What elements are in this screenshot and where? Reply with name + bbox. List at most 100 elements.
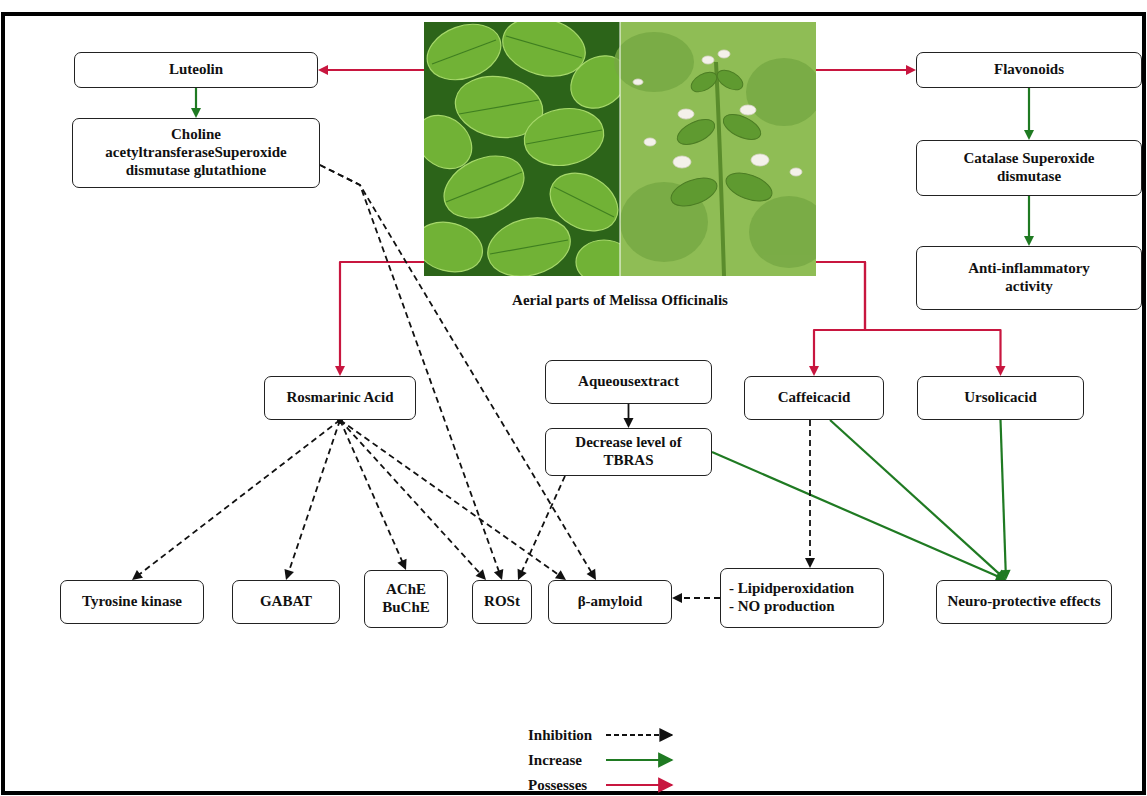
connector-line [340, 420, 403, 563]
box-label: Ursolicacid [964, 389, 1037, 407]
box-label: Rosmarinic Acid [286, 389, 393, 407]
legend-sample-increase [606, 759, 672, 761]
illustration-part [722, 168, 775, 207]
arrow-head [476, 569, 486, 580]
box-label: Flavonoids [994, 61, 1064, 79]
process-box: Neuro-protective effects [936, 580, 1112, 624]
illustration-part [667, 173, 720, 212]
legend-sample-possesses [606, 784, 672, 786]
process-box: Catalase Superoxide dismutase [916, 140, 1142, 196]
arrow-head [494, 569, 503, 580]
illustration-part [667, 66, 775, 211]
process-box: AChE BuChE [364, 570, 448, 628]
illustration-part [459, 100, 539, 114]
box-label: Neuro-protective effects [947, 593, 1100, 611]
arrow-head [397, 559, 406, 570]
illustration-part [702, 56, 714, 64]
connector-line [138, 420, 340, 575]
arrow-head [191, 108, 201, 118]
illustration-part [678, 109, 694, 119]
process-box: Aqueousextract [545, 360, 712, 404]
arrow-head [132, 570, 143, 580]
arrow-head [809, 366, 819, 376]
arrow-head [996, 366, 1006, 376]
process-box: GABAT [232, 580, 340, 624]
process-box: Caffeicacid [744, 376, 884, 420]
legend-label: Inhibition [528, 726, 592, 744]
process-box: - Lipidperoxidation- NO production [720, 568, 884, 628]
box-label: AChE BuChE [380, 581, 432, 616]
illustration-part [520, 102, 609, 171]
connector [340, 420, 486, 580]
arrow-head [672, 593, 682, 603]
connector-line [814, 262, 865, 368]
process-box: Rosmarinic Acid [264, 376, 416, 420]
connector [191, 88, 201, 118]
box-label: Luteolin [169, 61, 223, 79]
arrow-head [805, 558, 815, 568]
arrow-head [518, 569, 527, 580]
connector-line [340, 420, 481, 574]
connector [132, 418, 343, 580]
process-box: Anti-inflammatory activity [916, 246, 1142, 310]
box-label: Choline acetyltransferaseSuperoxide dism… [81, 126, 311, 179]
box-label: Anti-inflammatory activity [954, 260, 1104, 295]
legend-label: Possesses [528, 776, 587, 794]
process-box: Flavonoids [916, 52, 1142, 88]
illustration-part [644, 138, 656, 146]
illustration-part [633, 50, 802, 176]
connector [340, 420, 566, 580]
box-label: GABAT [260, 593, 312, 611]
process-box: Ursolicacid [917, 376, 1084, 420]
connector [1024, 196, 1034, 246]
illustration-part [446, 172, 522, 202]
illustration-part [746, 58, 816, 126]
illustration-part [620, 22, 621, 276]
illustration-part [716, 62, 724, 276]
arrow-head [587, 569, 596, 580]
connector-line [195, 88, 197, 110]
connector-line [1028, 196, 1030, 238]
connector [1024, 88, 1034, 140]
illustration-part [790, 168, 802, 176]
connector-line [1001, 420, 1006, 572]
illustration-part [751, 154, 769, 166]
connector-line [809, 420, 811, 560]
illustration-part [481, 209, 577, 276]
arrow-head [624, 418, 634, 428]
connector [809, 262, 865, 376]
arrow-head [1024, 236, 1034, 246]
process-box: Luteolin [74, 52, 318, 88]
illustration-part [720, 109, 765, 144]
box-label: - Lipidperoxidation [729, 580, 854, 598]
frame-border [3, 14, 1144, 793]
connector-line [340, 262, 424, 368]
connector-line [289, 420, 340, 572]
connector-line [712, 452, 999, 577]
process-box: Choline acetyltransferaseSuperoxide dism… [72, 118, 320, 188]
arrow-head [1024, 130, 1034, 140]
connector [805, 420, 815, 568]
connector [624, 404, 634, 428]
connector-line [340, 420, 559, 575]
box-label: Caffeicacid [778, 389, 850, 407]
connector-line [326, 69, 424, 71]
illustration-part [714, 66, 746, 94]
box-label: ROSt [484, 593, 520, 611]
box-label: Aqueousextract [578, 373, 679, 391]
connector [830, 420, 1006, 580]
connector [1001, 420, 1011, 580]
illustration-part [490, 240, 568, 254]
process-box: Decrease level of TBRAS [545, 428, 712, 476]
box-label: - NO production [729, 598, 835, 616]
illustration-part [434, 144, 534, 230]
illustration-part [688, 68, 720, 96]
illustration-part [614, 32, 694, 92]
connector [816, 65, 916, 75]
illustration-part [424, 215, 488, 276]
arrow-head [906, 65, 916, 75]
connector-line [1028, 88, 1030, 132]
connector-line [680, 597, 720, 599]
process-box: β-amyloid [548, 580, 672, 624]
connector-line [521, 476, 565, 573]
